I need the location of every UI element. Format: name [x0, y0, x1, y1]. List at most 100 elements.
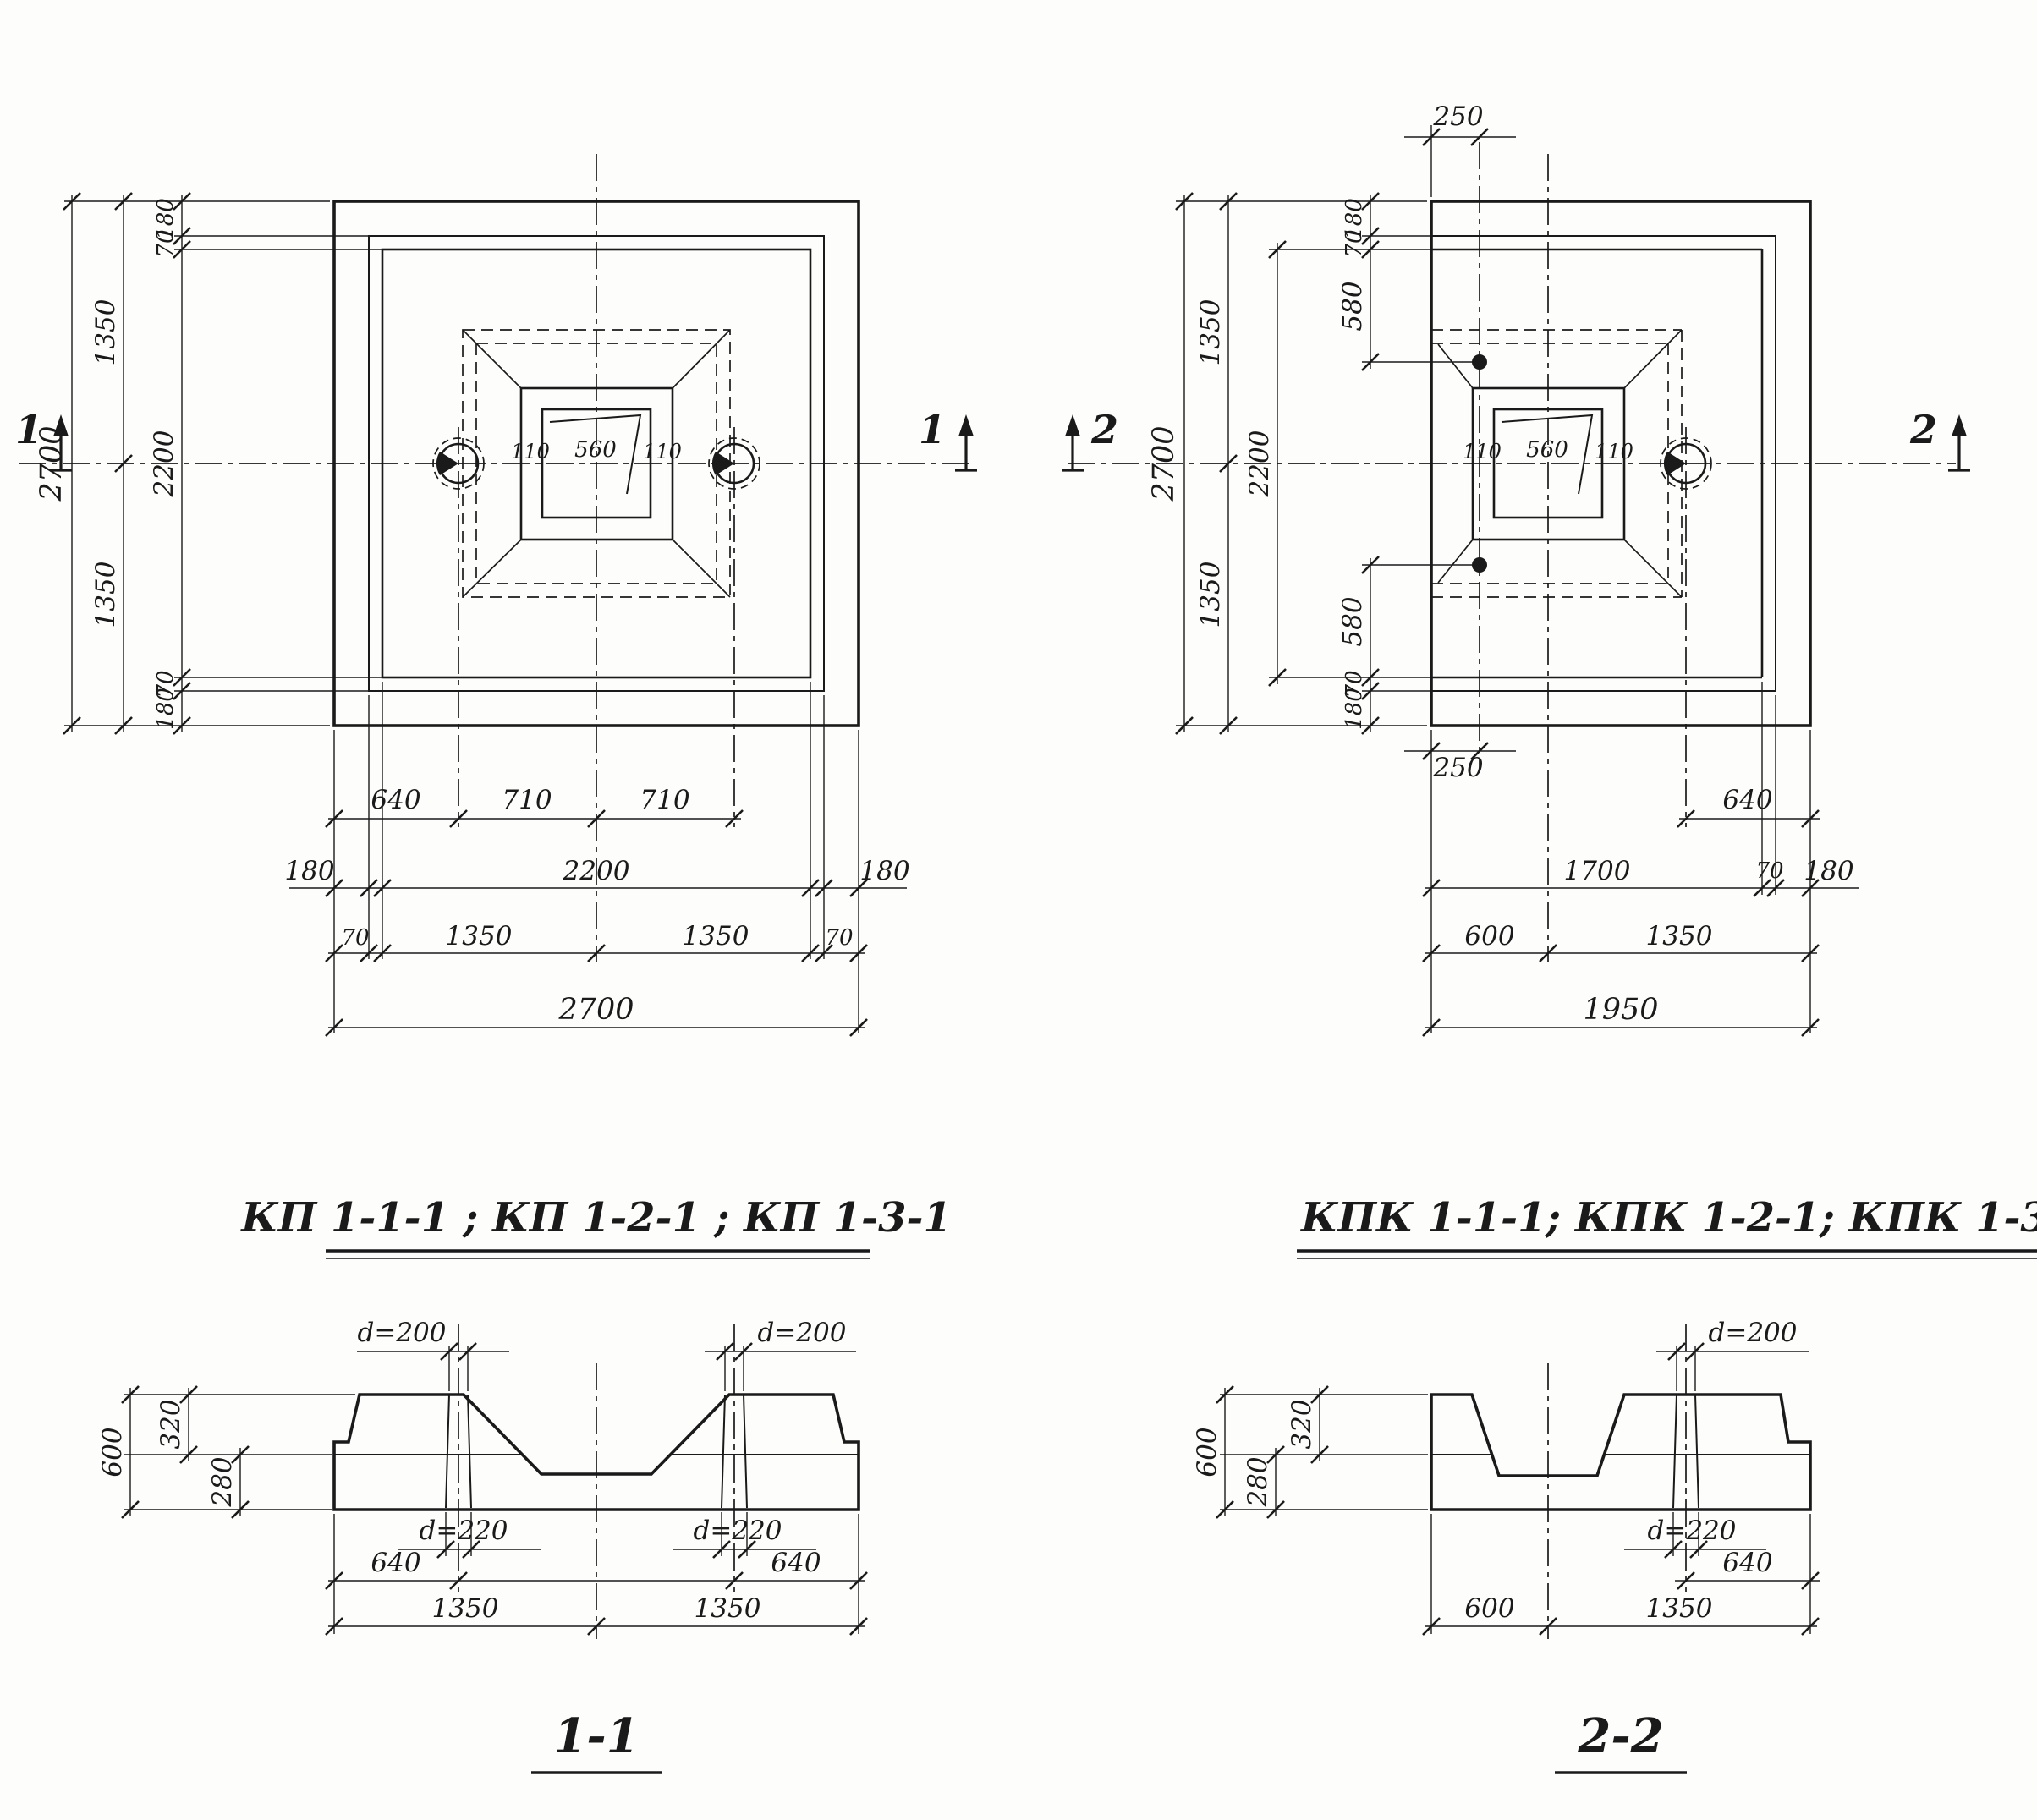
title-kp: КП 1-1-1 ; КП 1-2-1 ; КП 1-3-1 [239, 1194, 952, 1242]
kpk-dim-1950: 1950 [1583, 993, 1658, 1027]
kp-dim-710-right: 710 [640, 785, 689, 815]
section-marker-1-right: 1 [919, 407, 946, 452]
kpk-dim-70-top: 70 [1342, 229, 1367, 257]
kp-dim-180-row-right: 180 [859, 856, 909, 886]
kpk-dim-2200: 2200 [1244, 430, 1275, 498]
kpk-dim-250-top: 250 [1432, 101, 1483, 132]
s1-dim-600: 600 [97, 1427, 128, 1477]
s2-dim-280: 280 [1243, 1456, 1273, 1507]
kp-dim-560: 560 [574, 437, 617, 463]
section-1-1: d=200 d=200 600 320 280 d=220 d=220 640 … [97, 1318, 869, 1774]
kpk-dim-1700: 1700 [1564, 856, 1631, 886]
kpk-dim-70-bottom: 70 [1342, 670, 1367, 698]
kpk-dim-580-top: 580 [1337, 281, 1368, 331]
s2-dim-d200: d=200 [1709, 1318, 1798, 1348]
kpk-dim-1350-lower: 1350 [1195, 562, 1226, 628]
kpk-dim-560: 560 [1526, 437, 1568, 463]
kpk-dim-180-row: 180 [1804, 856, 1853, 886]
section-marker-2-right: 2 [1909, 407, 1937, 452]
plan-kp-dim-labels: 180 70 2200 70 180 1350 1350 2700 640 71… [35, 198, 910, 1027]
kp-dim-180-row-left: 180 [284, 856, 334, 886]
s1-dim-d220-right: d=220 [694, 1516, 782, 1546]
s1-dim-640-left: 640 [371, 1548, 420, 1578]
section-2-2-dim-ticks [1215, 1341, 1820, 1636]
plan-kpk-dim-ticks [1174, 127, 1820, 1038]
s1-dim-d220-left: d=220 [420, 1516, 508, 1546]
plan-kp-centerlines [19, 154, 973, 962]
plan-kpk-dim-lines [1183, 136, 1859, 1028]
s1-dim-d200-right: d=200 [758, 1318, 847, 1348]
kpk-dim-580-bottom: 580 [1337, 596, 1368, 646]
section-1-1-extension-lines [124, 1346, 859, 1634]
kp-dim-1350-upper: 1350 [91, 299, 121, 366]
kp-dim-70-bottom: 70 [153, 670, 178, 698]
s2-dim-600: 600 [1192, 1427, 1222, 1477]
kpk-dim-600: 600 [1464, 921, 1514, 951]
section-1-1-centerlines [458, 1324, 735, 1639]
kp-dim-70-row-right: 70 [825, 925, 853, 951]
kpk-dim-1350-upper: 1350 [1195, 299, 1226, 366]
s1-dim-1350-right: 1350 [695, 1593, 761, 1624]
kp-dim-710-left: 710 [502, 785, 552, 815]
s1-dim-320: 320 [156, 1399, 186, 1449]
section-2-2-title: 2-2 [1577, 1708, 1663, 1764]
kpk-dim-640: 640 [1722, 785, 1772, 815]
section-arrow-icon [1946, 413, 1972, 472]
plan-kp-extension-lines [64, 200, 859, 1033]
section-1-1-dim-labels: d=200 d=200 600 320 280 d=220 d=220 640 … [97, 1318, 847, 1624]
kp-dim-1350-bottom-right: 1350 [683, 921, 749, 951]
section-arrow-icon [1060, 413, 1085, 472]
plan-kp: 180 70 2200 70 180 1350 1350 2700 640 71… [15, 154, 979, 1038]
s1-dim-640-right: 640 [771, 1548, 821, 1578]
kp-dim-1350-bottom-left: 1350 [446, 921, 513, 951]
s2-dim-640: 640 [1722, 1548, 1772, 1578]
plan-kp-dim-lines [71, 195, 907, 1028]
kp-dim-110-left: 110 [511, 440, 550, 463]
kpk-dim-180-top: 180 [1342, 198, 1367, 240]
section-marker-1-left: 1 [15, 407, 42, 452]
section-arrow-icon [953, 413, 979, 472]
plan-kpk-centerlines [1068, 142, 1956, 962]
plan-kpk-dim-labels: 250 180 70 580 580 70 180 2200 1350 1350… [1147, 101, 1854, 1027]
s2-dim-320: 320 [1287, 1399, 1317, 1449]
kp-dim-2700-bottom: 2700 [557, 993, 634, 1027]
kpk-dim-110-right: 110 [1595, 440, 1633, 463]
kpk-dim-2700: 2700 [1147, 425, 1181, 502]
section-2-2-centerlines [1547, 1324, 1687, 1639]
section-1-1-dim-lines [129, 1351, 865, 1627]
kpk-dim-110-left: 110 [1463, 440, 1502, 463]
kp-dim-180-bottom: 180 [153, 688, 178, 730]
section-marker-2-left: 2 [1090, 407, 1118, 452]
s2-dim-d220: d=220 [1648, 1516, 1737, 1546]
kp-dim-70-row-left: 70 [341, 925, 369, 951]
section-2-2-dim-lines [1224, 1351, 1820, 1627]
kpk-dim-1350-bottom: 1350 [1646, 921, 1713, 951]
kp-dim-2200-left: 2200 [149, 430, 179, 498]
s1-dim-280: 280 [207, 1456, 238, 1507]
plan-kp-dim-ticks [62, 191, 869, 1038]
kp-dim-2700-left: 2700 [35, 425, 69, 502]
type-designations: КП 1-1-1 ; КП 1-2-1 ; КП 1-3-1 КПК 1-1-1… [239, 1194, 2037, 1259]
section-2-2: d=200 600 280 320 d=220 640 600 1350 2-2 [1192, 1318, 1820, 1774]
kp-dim-70-top: 70 [153, 229, 178, 257]
section-2-2-dim-labels: d=200 600 280 320 d=220 640 600 1350 [1192, 1318, 1798, 1624]
kpk-dim-70-row: 70 [1755, 858, 1783, 884]
section-2-2-extension-lines [1220, 1346, 1811, 1634]
s2-dim-600-bottom: 600 [1464, 1593, 1514, 1624]
plan-kpk: 250 180 70 580 580 70 180 2200 1350 1350… [1060, 101, 1972, 1038]
kp-dim-110-right: 110 [643, 440, 682, 463]
plan-kpk-extension-lines [1176, 125, 1811, 1033]
plan-kpk-section-markers: 2 2 [1060, 407, 1972, 472]
kp-dim-180-top: 180 [153, 198, 178, 240]
s1-dim-d200-left: d=200 [358, 1318, 447, 1348]
section-2-2-outline [1430, 1393, 1812, 1511]
section-1-1-title: 1-1 [553, 1708, 639, 1764]
s1-dim-1350-left: 1350 [432, 1593, 499, 1624]
plan-kp-section-markers: 1 1 [15, 407, 979, 472]
kp-dim-640: 640 [371, 785, 420, 815]
s2-dim-1350: 1350 [1646, 1593, 1713, 1624]
kpk-dim-180-bottom: 180 [1342, 688, 1367, 730]
kp-dim-1350-lower: 1350 [91, 562, 121, 628]
kpk-dim-250-bottom: 250 [1432, 753, 1483, 783]
